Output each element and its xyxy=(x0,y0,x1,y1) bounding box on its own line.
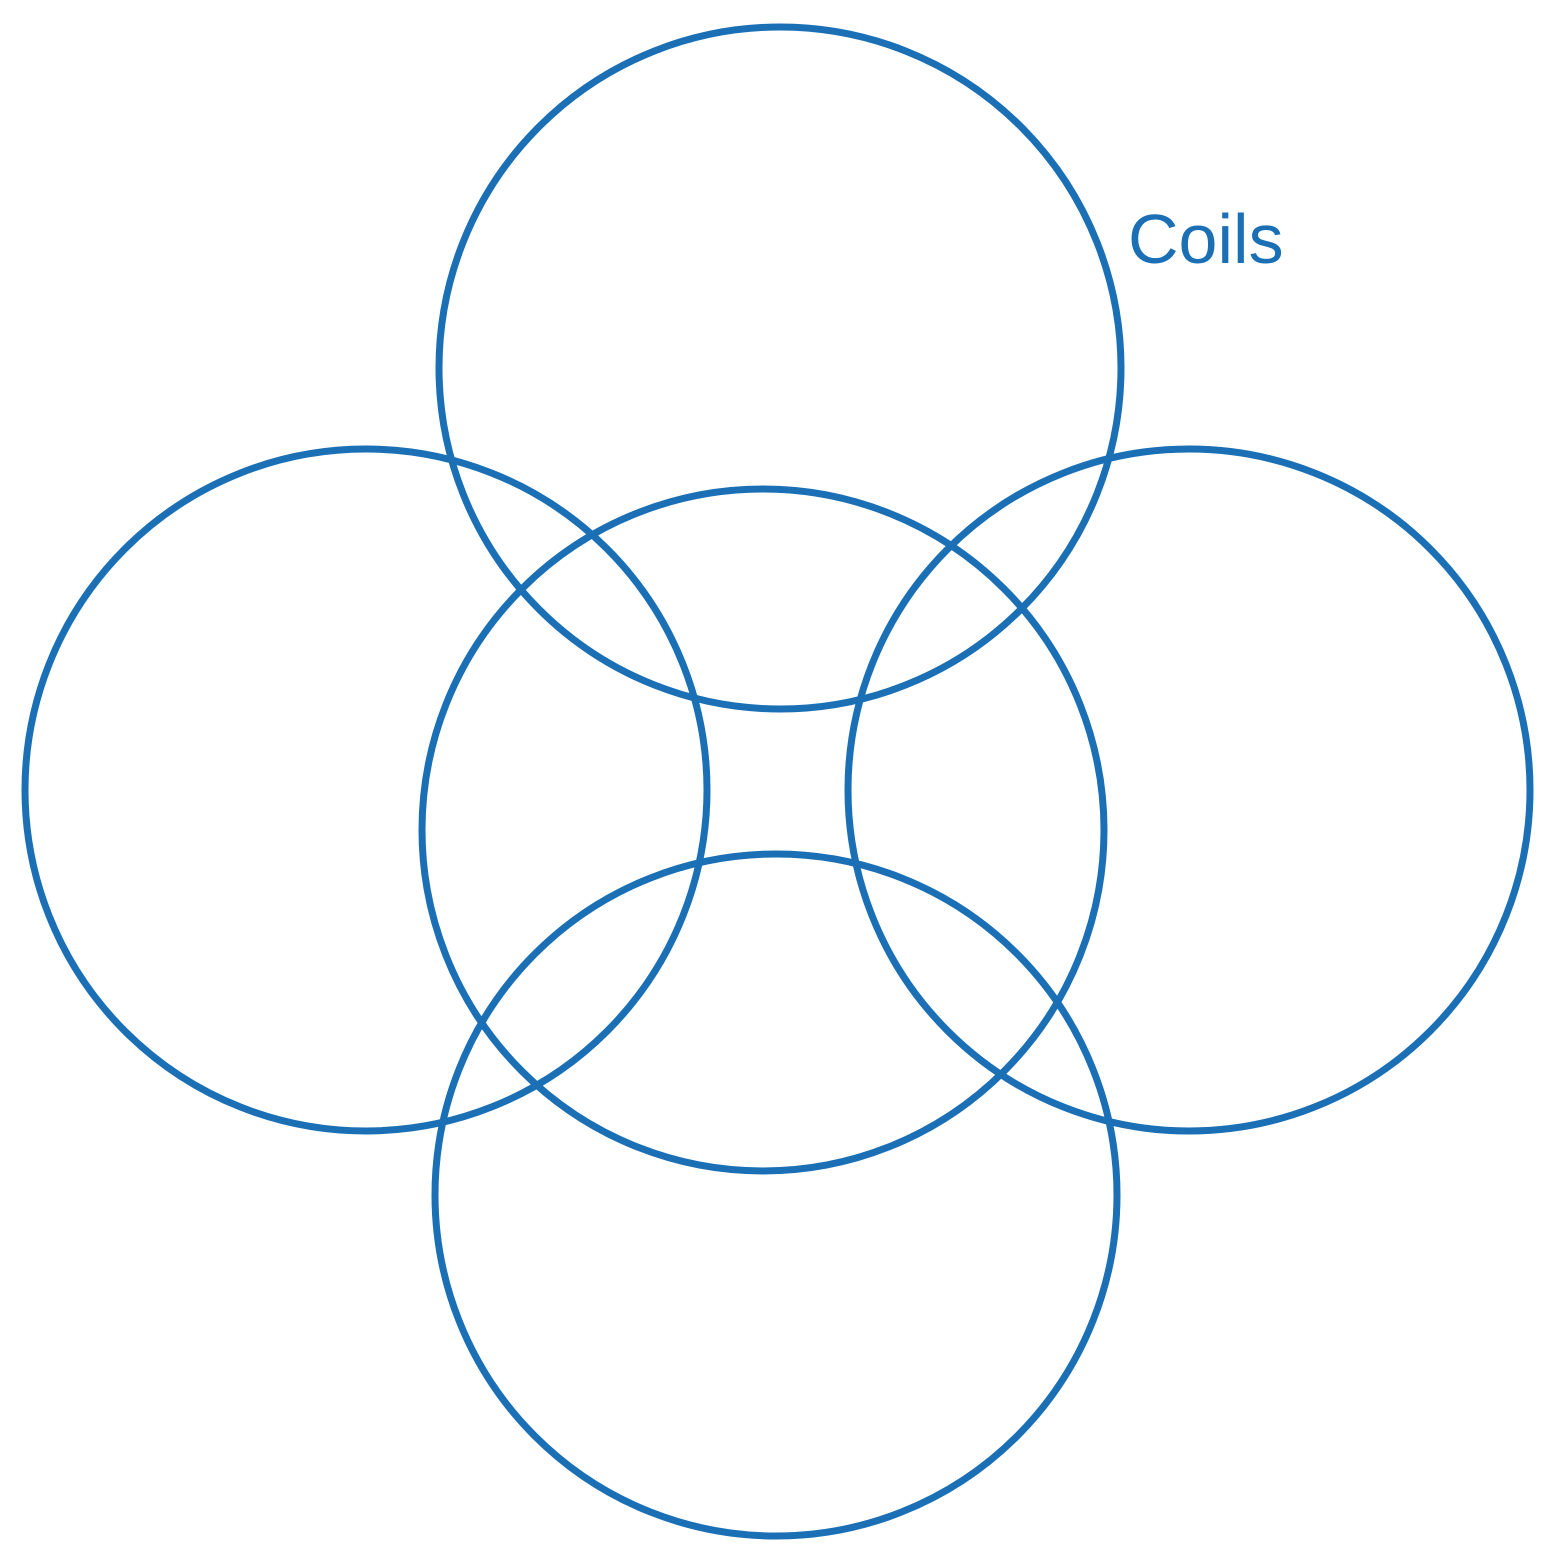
coil-bottom xyxy=(431,850,1121,1540)
coil-top xyxy=(435,23,1125,713)
coil-center xyxy=(418,485,1108,1175)
coils-label: Coils xyxy=(1128,200,1284,278)
coil-left xyxy=(21,445,711,1135)
coil-right xyxy=(844,445,1534,1135)
